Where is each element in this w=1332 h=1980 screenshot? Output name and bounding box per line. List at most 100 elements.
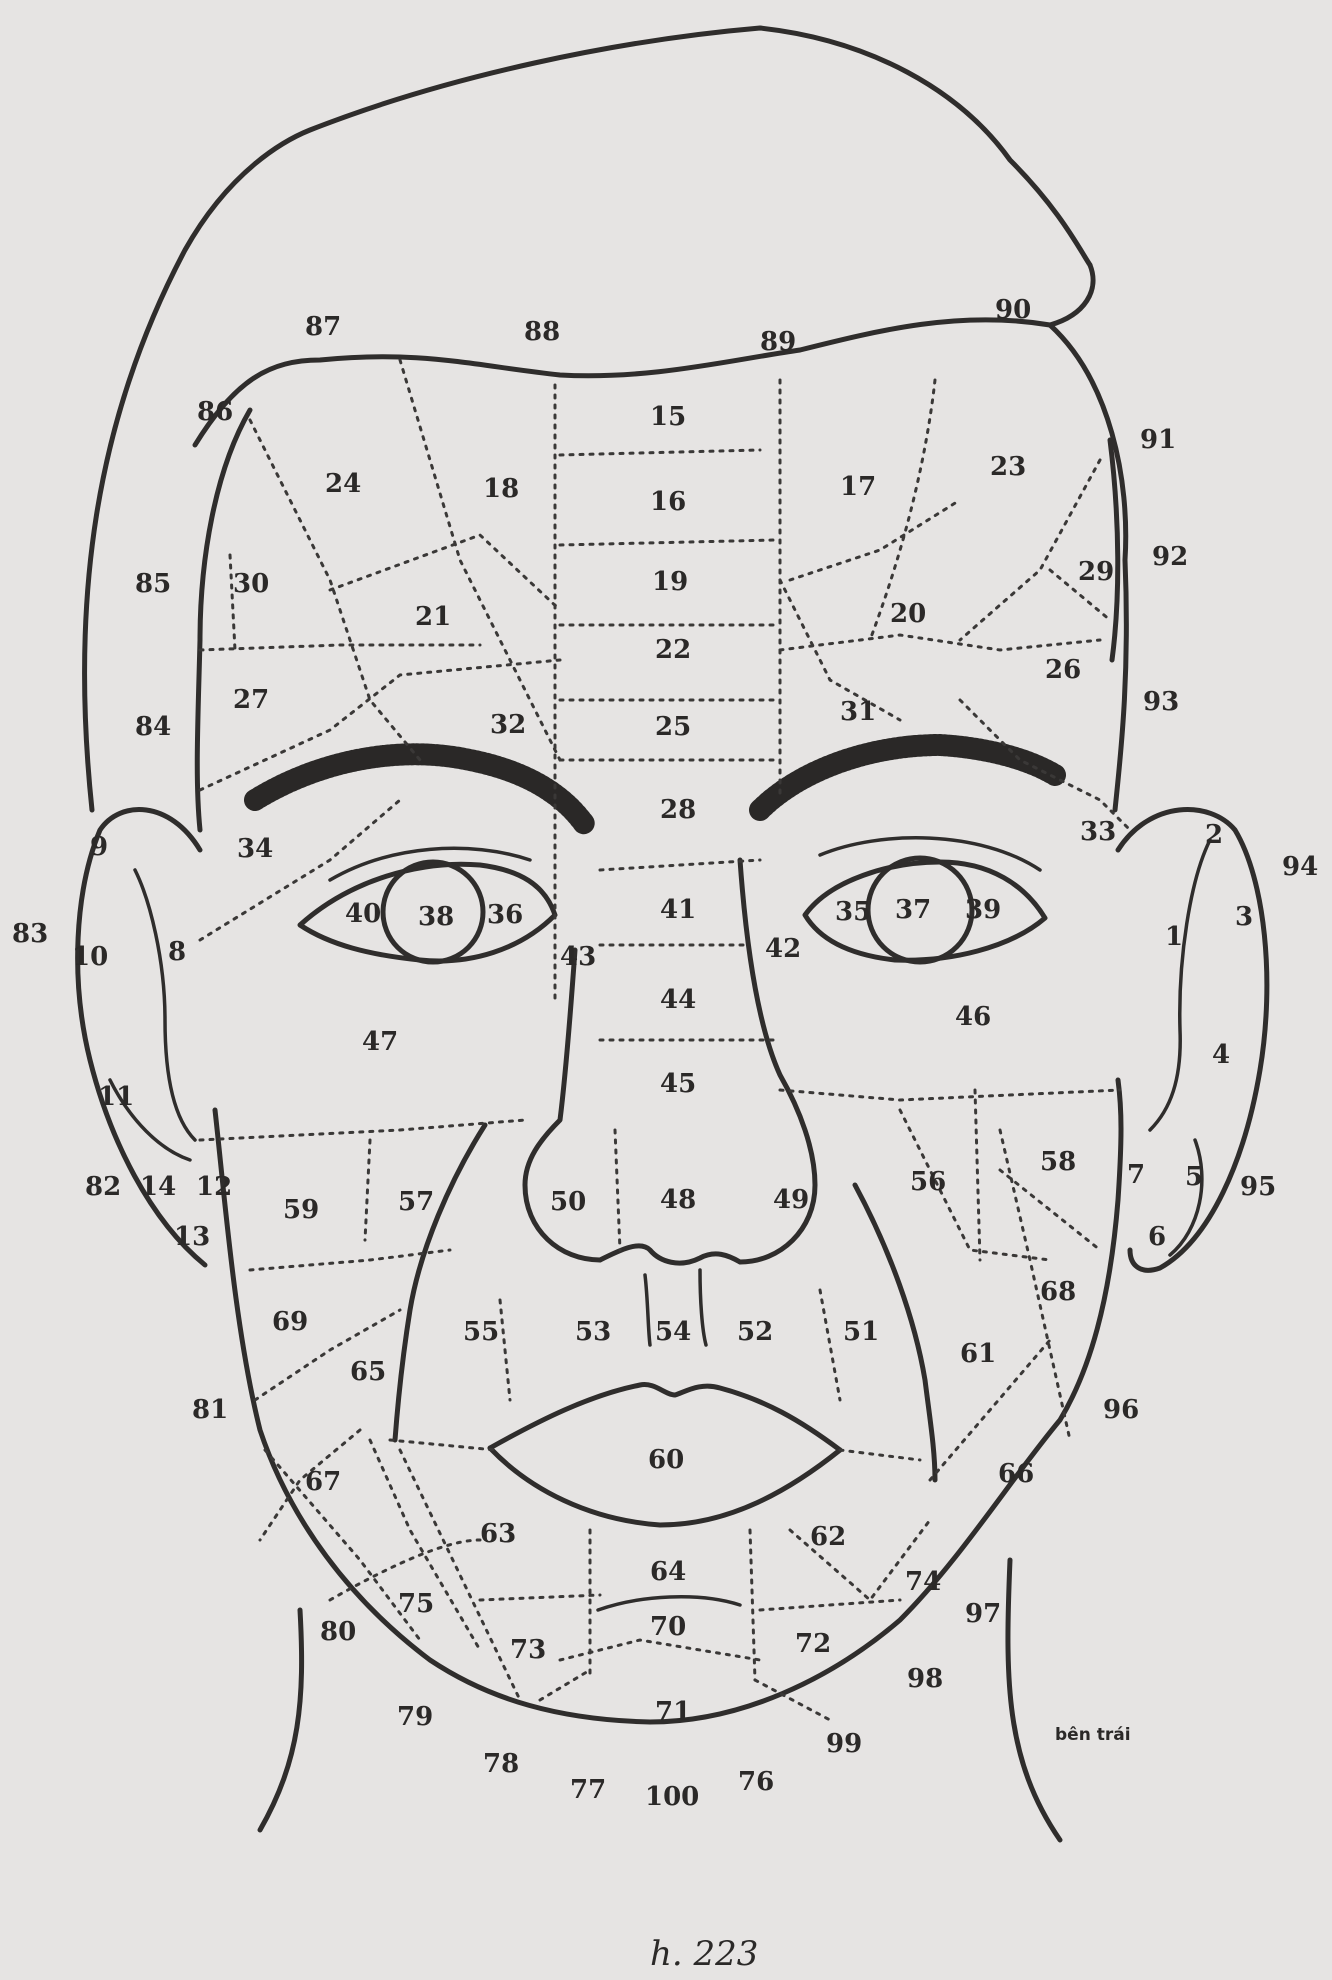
label-40: 40 <box>345 899 381 929</box>
label-23: 23 <box>990 452 1026 482</box>
label-15: 15 <box>650 402 686 432</box>
label-43: 43 <box>560 942 596 972</box>
figure-caption: h. 223 <box>650 1934 758 1974</box>
zone-lines <box>200 360 1130 1720</box>
temple-right <box>1110 440 1118 660</box>
label-89: 89 <box>760 327 796 357</box>
label-75: 75 <box>398 1589 434 1619</box>
label-65: 65 <box>350 1357 386 1387</box>
eyelid-right <box>820 838 1040 870</box>
label-8: 8 <box>168 937 186 967</box>
label-66: 66 <box>998 1459 1034 1489</box>
zone-labels: 1 2 3 4 5 6 7 8 9 10 11 12 13 14 15 16 1… <box>12 295 1318 1812</box>
label-33: 33 <box>1080 817 1116 847</box>
nasolabial-left <box>395 1125 485 1440</box>
label-79: 79 <box>397 1702 433 1732</box>
label-85: 85 <box>135 569 171 599</box>
neck-right <box>1008 1560 1060 1840</box>
label-84: 84 <box>135 712 171 742</box>
label-18: 18 <box>483 474 519 504</box>
label-77: 77 <box>570 1775 606 1805</box>
label-81: 81 <box>192 1395 228 1425</box>
eyebrow-left <box>255 754 585 825</box>
label-36: 36 <box>487 900 523 930</box>
mouth-upper-lip <box>490 1385 840 1450</box>
label-21: 21 <box>415 602 451 632</box>
label-48: 48 <box>660 1185 696 1215</box>
label-19: 19 <box>652 567 688 597</box>
label-60: 60 <box>648 1445 684 1475</box>
label-61: 61 <box>960 1339 996 1369</box>
chin-crease <box>598 1597 740 1610</box>
label-22: 22 <box>655 635 691 665</box>
label-94: 94 <box>1282 852 1318 882</box>
label-99: 99 <box>826 1729 862 1759</box>
label-70: 70 <box>650 1612 686 1642</box>
label-49: 49 <box>773 1185 809 1215</box>
label-27: 27 <box>233 685 269 715</box>
label-97: 97 <box>965 1599 1001 1629</box>
nose-base <box>600 1246 740 1263</box>
label-56: 56 <box>910 1167 946 1197</box>
label-6: 6 <box>1148 1222 1166 1252</box>
label-50: 50 <box>550 1187 586 1217</box>
label-13: 13 <box>174 1222 210 1252</box>
label-74: 74 <box>905 1567 941 1597</box>
label-83: 83 <box>12 919 48 949</box>
label-57: 57 <box>398 1187 434 1217</box>
label-1: 1 <box>1165 922 1183 952</box>
label-32: 32 <box>490 710 526 740</box>
label-82: 82 <box>85 1172 121 1202</box>
label-35: 35 <box>835 897 871 927</box>
label-53: 53 <box>575 1317 611 1347</box>
label-9: 9 <box>90 832 108 862</box>
label-26: 26 <box>1045 655 1081 685</box>
label-34: 34 <box>237 834 273 864</box>
ear-left-inner <box>135 870 195 1140</box>
label-29: 29 <box>1078 557 1114 587</box>
label-63: 63 <box>480 1519 516 1549</box>
label-54: 54 <box>655 1317 691 1347</box>
label-100: 100 <box>645 1782 699 1812</box>
label-67: 67 <box>305 1467 341 1497</box>
label-86: 86 <box>197 397 233 427</box>
label-24: 24 <box>325 469 361 499</box>
philtrum-right <box>700 1270 706 1345</box>
label-17: 17 <box>840 472 876 502</box>
label-11: 11 <box>98 1082 134 1112</box>
label-41: 41 <box>660 895 696 925</box>
label-45: 45 <box>660 1069 696 1099</box>
label-88: 88 <box>524 317 560 347</box>
side-note: bên trái <box>1055 1725 1131 1745</box>
label-39: 39 <box>965 895 1001 925</box>
label-95: 95 <box>1240 1172 1276 1202</box>
label-76: 76 <box>738 1767 774 1797</box>
label-7: 7 <box>1127 1160 1145 1190</box>
label-10: 10 <box>72 942 108 972</box>
label-44: 44 <box>660 985 696 1015</box>
label-30: 30 <box>233 569 269 599</box>
label-38: 38 <box>418 902 454 932</box>
label-98: 98 <box>907 1664 943 1694</box>
label-3: 3 <box>1235 902 1253 932</box>
label-28: 28 <box>660 795 696 825</box>
temple-left <box>197 410 250 830</box>
label-25: 25 <box>655 712 691 742</box>
label-62: 62 <box>810 1522 846 1552</box>
label-96: 96 <box>1103 1395 1139 1425</box>
eyebrow-right <box>760 745 1055 810</box>
label-78: 78 <box>483 1749 519 1779</box>
label-80: 80 <box>320 1617 356 1647</box>
label-37: 37 <box>895 895 931 925</box>
philtrum-left <box>645 1275 650 1345</box>
label-12: 12 <box>196 1172 232 1202</box>
label-4: 4 <box>1212 1040 1230 1070</box>
label-42: 42 <box>765 934 801 964</box>
label-14: 14 <box>140 1172 176 1202</box>
label-91: 91 <box>1140 425 1176 455</box>
label-69: 69 <box>272 1307 308 1337</box>
ear-right-inner <box>1150 840 1210 1130</box>
label-20: 20 <box>890 599 926 629</box>
label-87: 87 <box>305 312 341 342</box>
